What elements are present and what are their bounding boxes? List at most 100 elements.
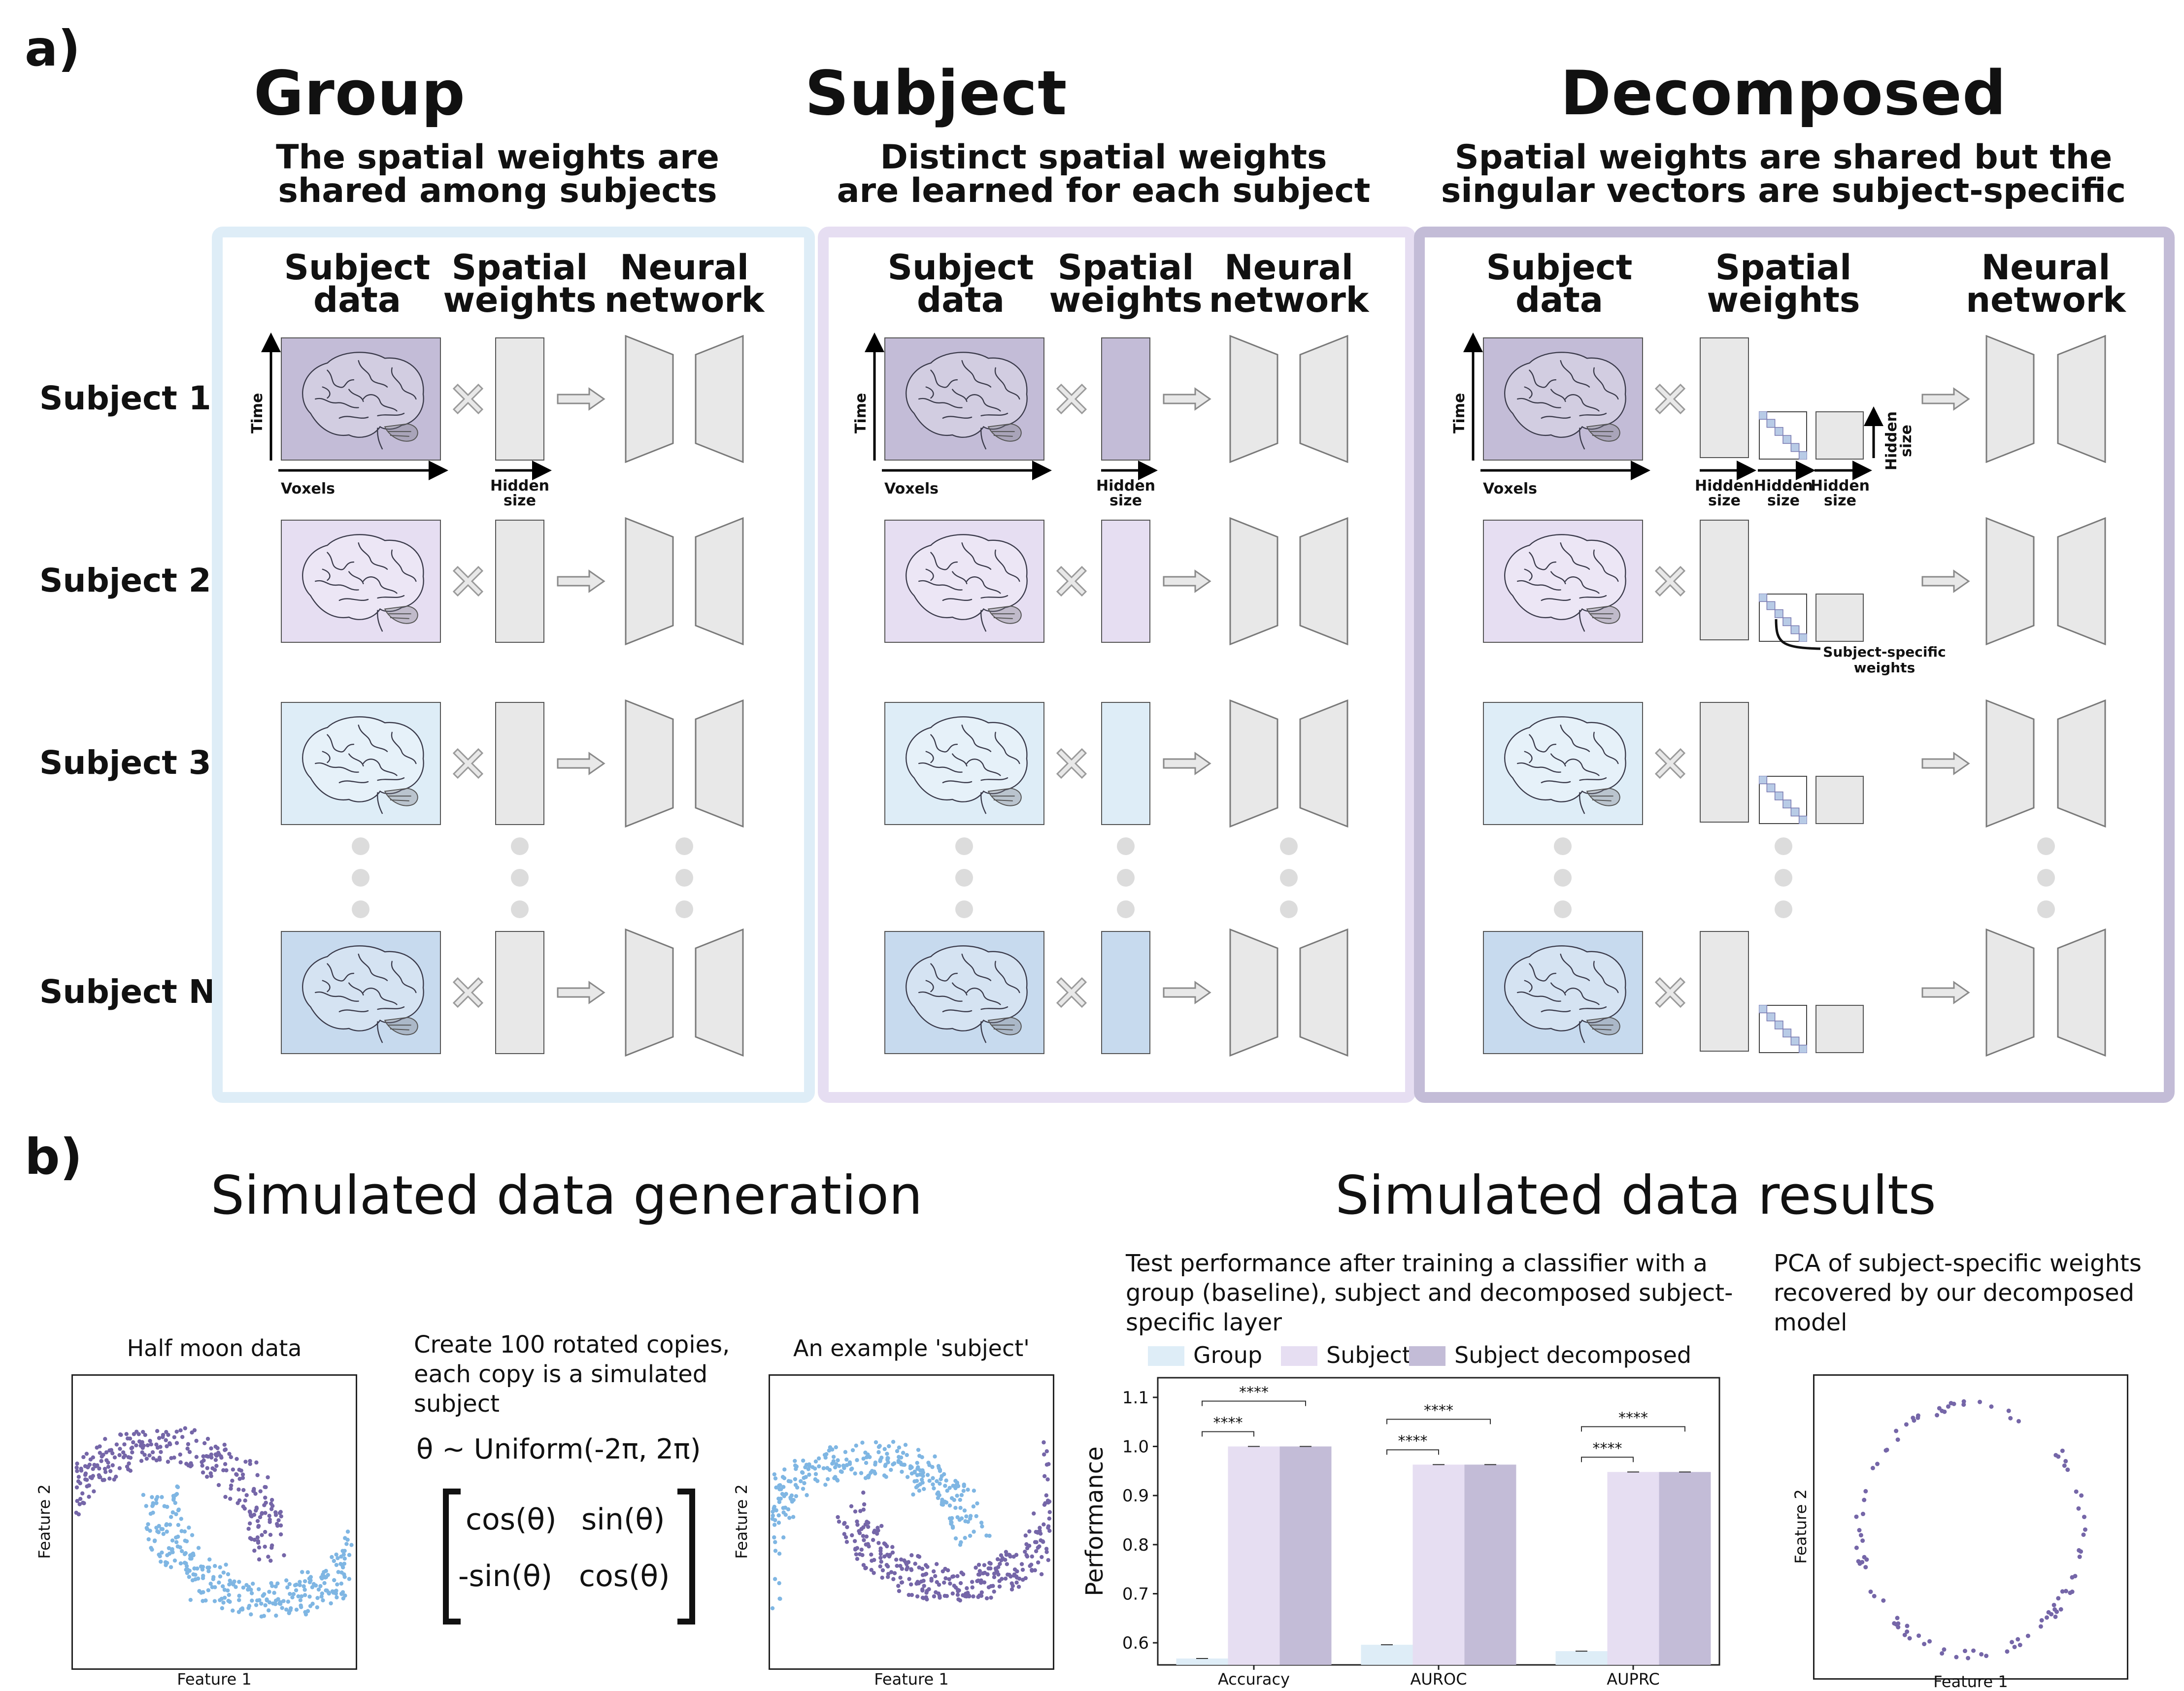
scatter-point [148,1511,153,1516]
scatter-point [967,1594,971,1598]
scatter-point [74,1485,79,1490]
ellipsis-dots-icon [1117,900,1135,918]
scatter-point [117,1453,122,1458]
scatter-point [216,1483,221,1488]
encoder-trapezoid-icon [625,334,674,465]
pca-point [1862,1497,1867,1502]
scatter-point [872,1530,876,1534]
scatter-point [862,1538,866,1542]
pca-point [2076,1506,2081,1511]
scatter-point [1047,1510,1052,1515]
encoder-trapezoid-icon [1985,334,2035,465]
pca-point [1946,1404,1951,1409]
scatter-point [981,1571,985,1576]
scatter-point [117,1466,122,1470]
scatter-point [286,1599,291,1604]
scatter-point [315,1605,320,1610]
pca-point [1935,1413,1940,1418]
scatter-point [299,1605,303,1609]
scatter-point [260,1511,264,1516]
arrow-right-icon [557,387,606,413]
scatter-point [1003,1558,1008,1562]
scatter-point [859,1471,864,1475]
scatter-point [844,1540,849,1544]
brain-icon [884,520,1044,643]
scatter-point [921,1474,925,1478]
scatter-point [139,1459,144,1463]
pca-point [1966,1656,1971,1660]
scatter-point [943,1484,947,1488]
spatial-weights-block [495,337,544,461]
arrow-right-icon [1163,387,1212,413]
scatter-point [184,1539,189,1544]
subject-label-3: Subject 3 [39,744,211,782]
scatter-point [988,1561,993,1566]
scatter-point [891,1439,896,1444]
scatter-point [150,1495,154,1499]
scatter-point [890,1545,895,1549]
scatter-point [823,1483,828,1487]
scatter-point [288,1592,292,1596]
scatter-point [941,1472,946,1477]
scatter-point [183,1426,187,1430]
scatter-point [187,1450,192,1454]
scatter-point [249,1514,253,1518]
scatter-point [845,1525,849,1529]
scatter-point [1025,1546,1030,1551]
scatter-point [336,1556,340,1560]
scatter-point [241,1488,246,1492]
scatter-point [879,1524,884,1528]
scatter-point [158,1554,162,1558]
pca-point [1927,1639,1932,1644]
scatter-point [935,1479,939,1484]
scatter-point [256,1524,261,1528]
scatter-point [250,1598,254,1603]
scatter-point [273,1513,278,1517]
scatter-point [291,1592,296,1596]
scatter-point [85,1484,89,1489]
scatter-point [778,1596,782,1601]
scatter-point [154,1458,159,1462]
scatter-point [323,1575,328,1580]
scatter-point [807,1462,811,1467]
scatter-point [947,1503,952,1508]
scatter-point [194,1455,199,1459]
scatter-point [155,1529,160,1534]
scatter-point [302,1579,307,1584]
scatter-point [991,1584,995,1588]
ellipsis-dots-icon [511,837,529,855]
scatter-point [1046,1558,1050,1562]
scatter-point [102,1478,106,1482]
scatter-point [224,1562,228,1567]
scatter-point [975,1501,979,1506]
scatter-point [123,1453,127,1458]
scatter-point [221,1468,226,1473]
scatter-point [170,1550,175,1555]
pca-point [1896,1625,1901,1629]
scatter-point [861,1525,866,1529]
scatter-point [914,1485,919,1490]
scatter-point [150,1504,155,1508]
scatter-point [959,1493,964,1497]
legend-swatch [1281,1346,1317,1366]
scatter-point [847,1460,852,1465]
scatter-point [339,1581,344,1586]
scatter-point [125,1464,130,1469]
scatter-point [110,1463,115,1467]
scatter-point [810,1465,815,1469]
scatter-point [920,1573,925,1577]
right-singular-vectors-block [1815,594,1864,642]
scatter-point [778,1483,782,1488]
scatter-point [223,1447,228,1452]
scatter-point [205,1565,210,1570]
scatter-point [938,1481,942,1486]
scatter-point [284,1607,289,1612]
brain-icon [281,520,441,643]
scatter-point [1028,1564,1032,1568]
scatter-point [240,1472,245,1477]
scatter-point [802,1481,806,1486]
pca-point [1858,1533,1863,1538]
subject-specific-annotation [1766,618,1963,687]
bar [1607,1472,1659,1665]
